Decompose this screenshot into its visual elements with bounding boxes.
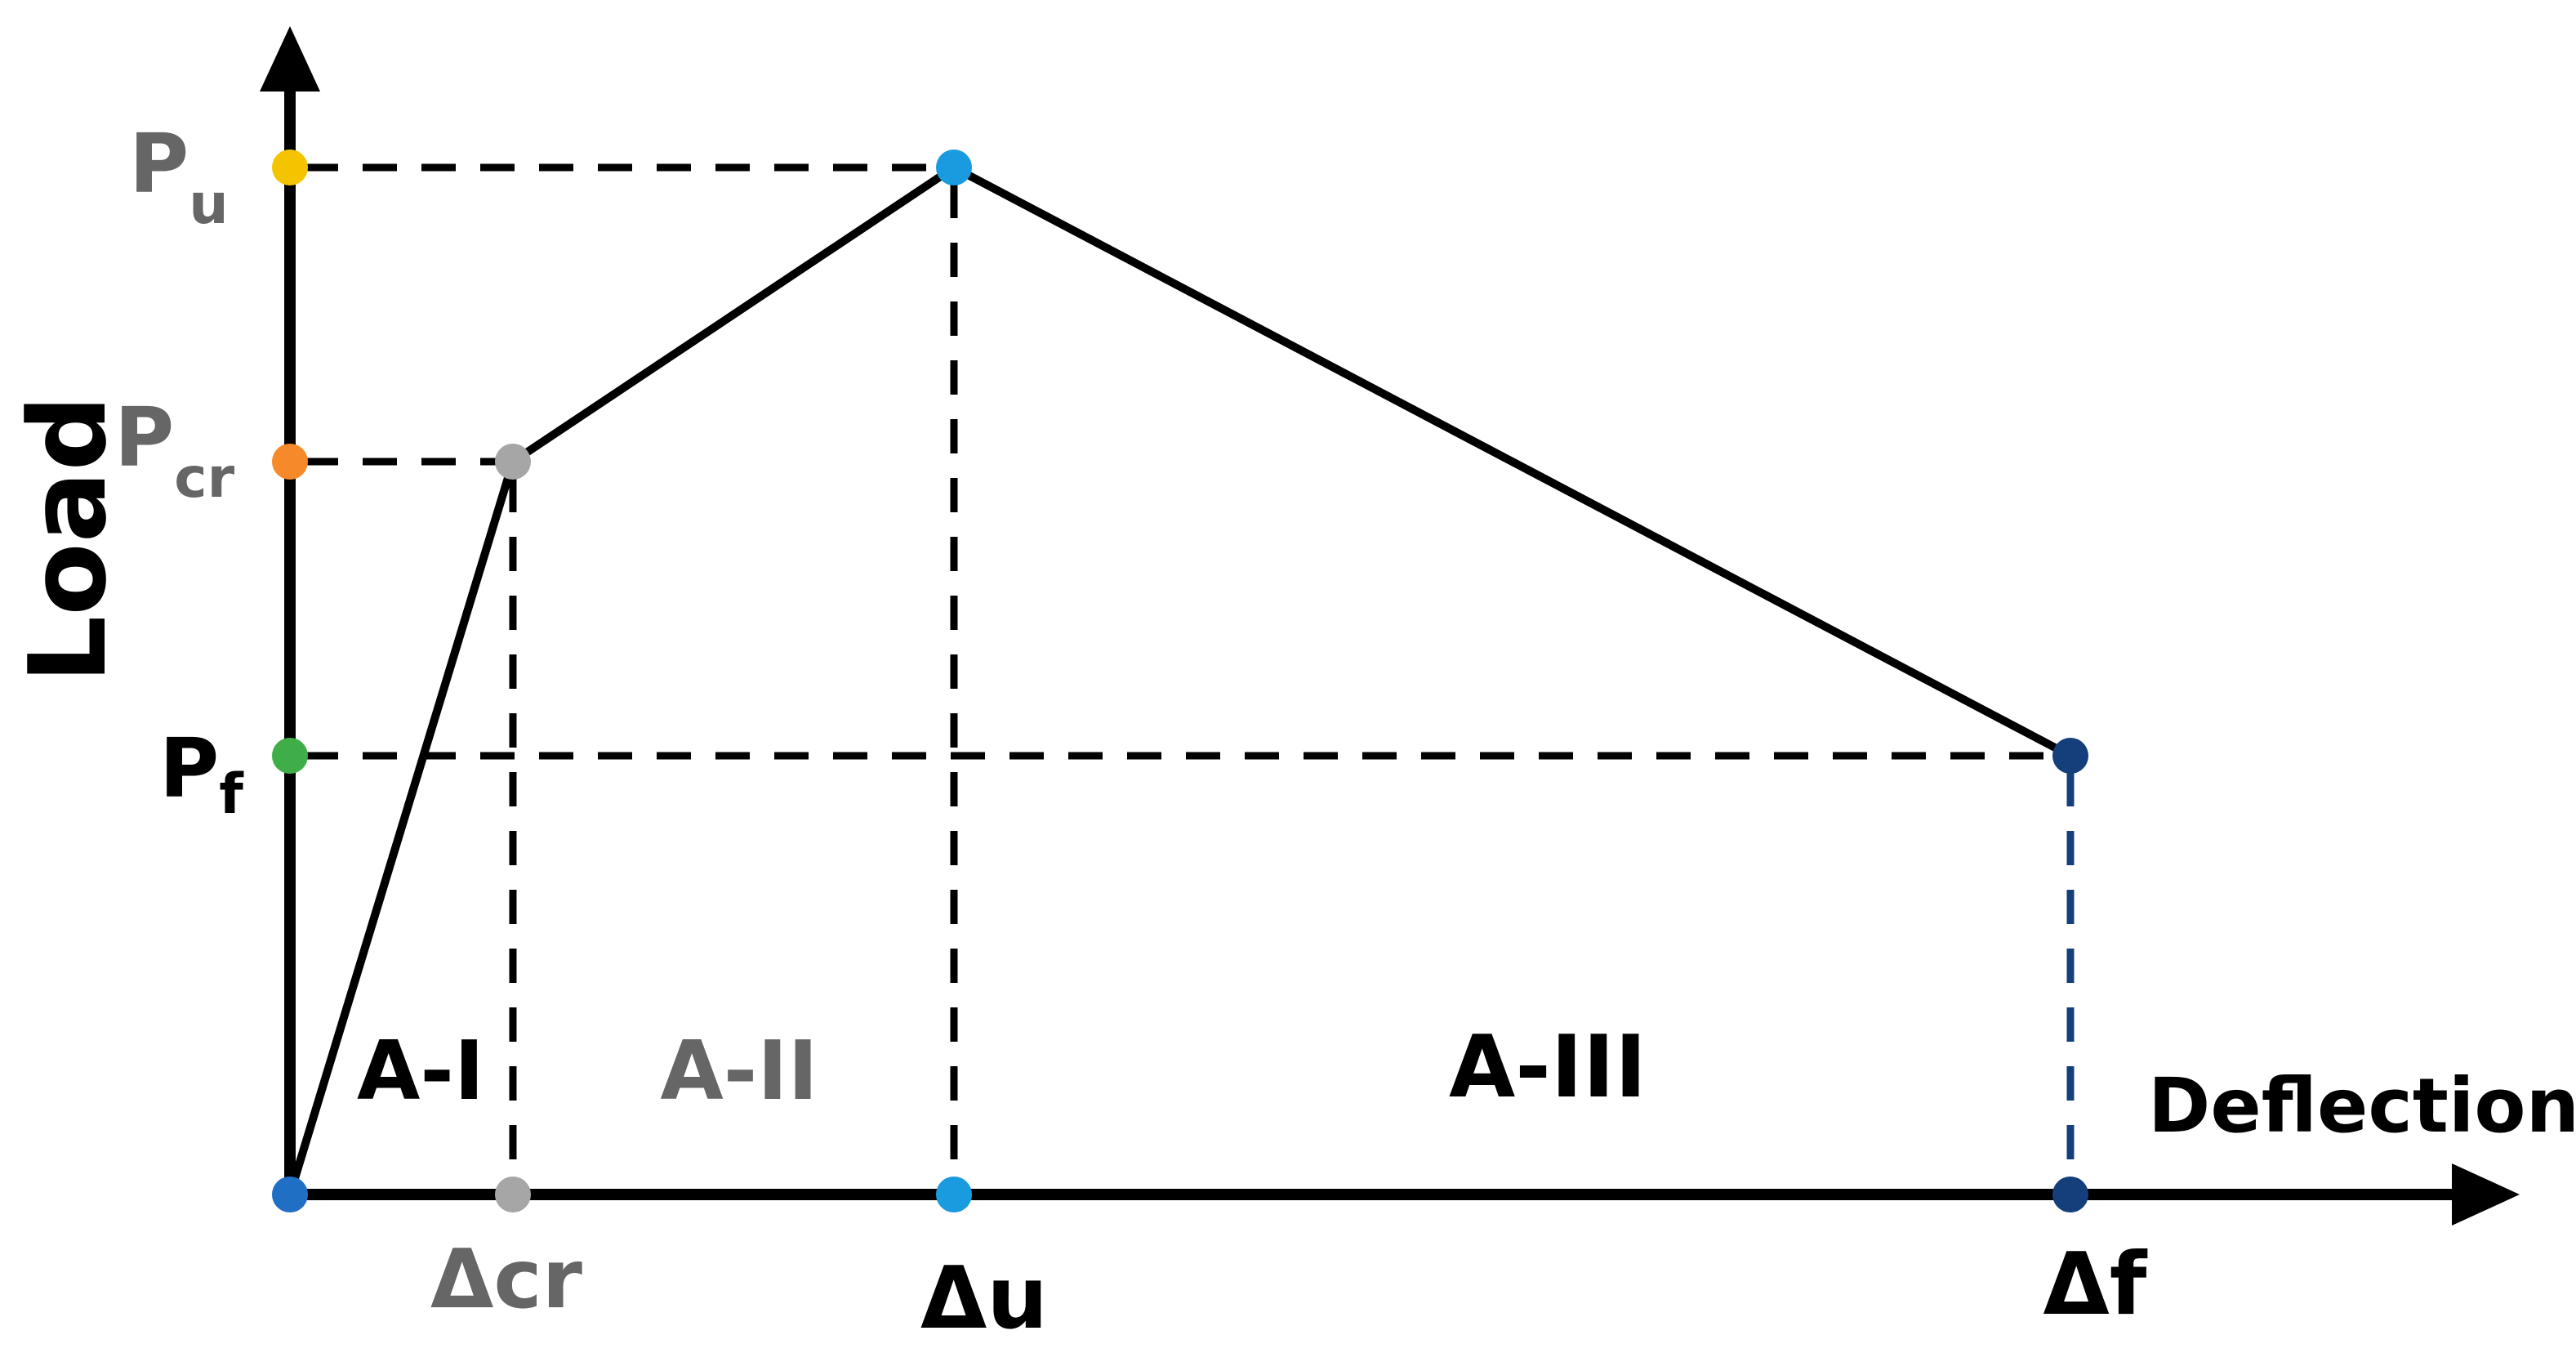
pu-label-base: P: [129, 116, 189, 212]
pcr-marker: [272, 444, 308, 480]
cracking-point: [495, 444, 531, 480]
pu-label: Pu: [129, 116, 229, 237]
x-axis-title: Deflection: [2148, 1062, 2576, 1150]
pf-label-sub: f: [219, 762, 244, 827]
du-marker: [936, 1177, 972, 1212]
df-marker: [2052, 1177, 2088, 1212]
y-axis-title: Load: [6, 395, 130, 684]
guide-lines: [304, 163, 2075, 1185]
pcr-label-base: P: [114, 390, 174, 485]
axes: [260, 26, 2520, 1226]
region-a1-label: A-I: [357, 1023, 484, 1119]
pf-marker: [272, 738, 308, 774]
failure-point: [2052, 738, 2088, 774]
x-axis-arrowhead: [2452, 1163, 2520, 1226]
curve-points: [495, 150, 2088, 774]
pcr-label-sub: cr: [174, 446, 234, 511]
load-deflection-curve: [286, 163, 2073, 1196]
ultimate-point: [936, 150, 972, 185]
du-label: Δu: [920, 1248, 1048, 1348]
region-a3-label: A-III: [1449, 1017, 1647, 1117]
origin-marker: [272, 1177, 308, 1212]
deflection-axis-markers: [272, 1177, 2088, 1212]
df-label: Δf: [2043, 1235, 2148, 1334]
dcr-label: Δcr: [430, 1231, 583, 1327]
pf-label-base: P: [159, 721, 219, 816]
y-axis-arrowhead: [260, 26, 320, 92]
dcr-marker: [495, 1177, 531, 1212]
pu-label-sub: u: [189, 172, 228, 237]
load-axis-markers: [272, 150, 308, 774]
pu-marker: [272, 150, 308, 185]
region-a2-label: A-II: [660, 1023, 818, 1119]
pcr-label: Pcr: [114, 390, 235, 511]
pf-label: Pf: [159, 721, 244, 827]
